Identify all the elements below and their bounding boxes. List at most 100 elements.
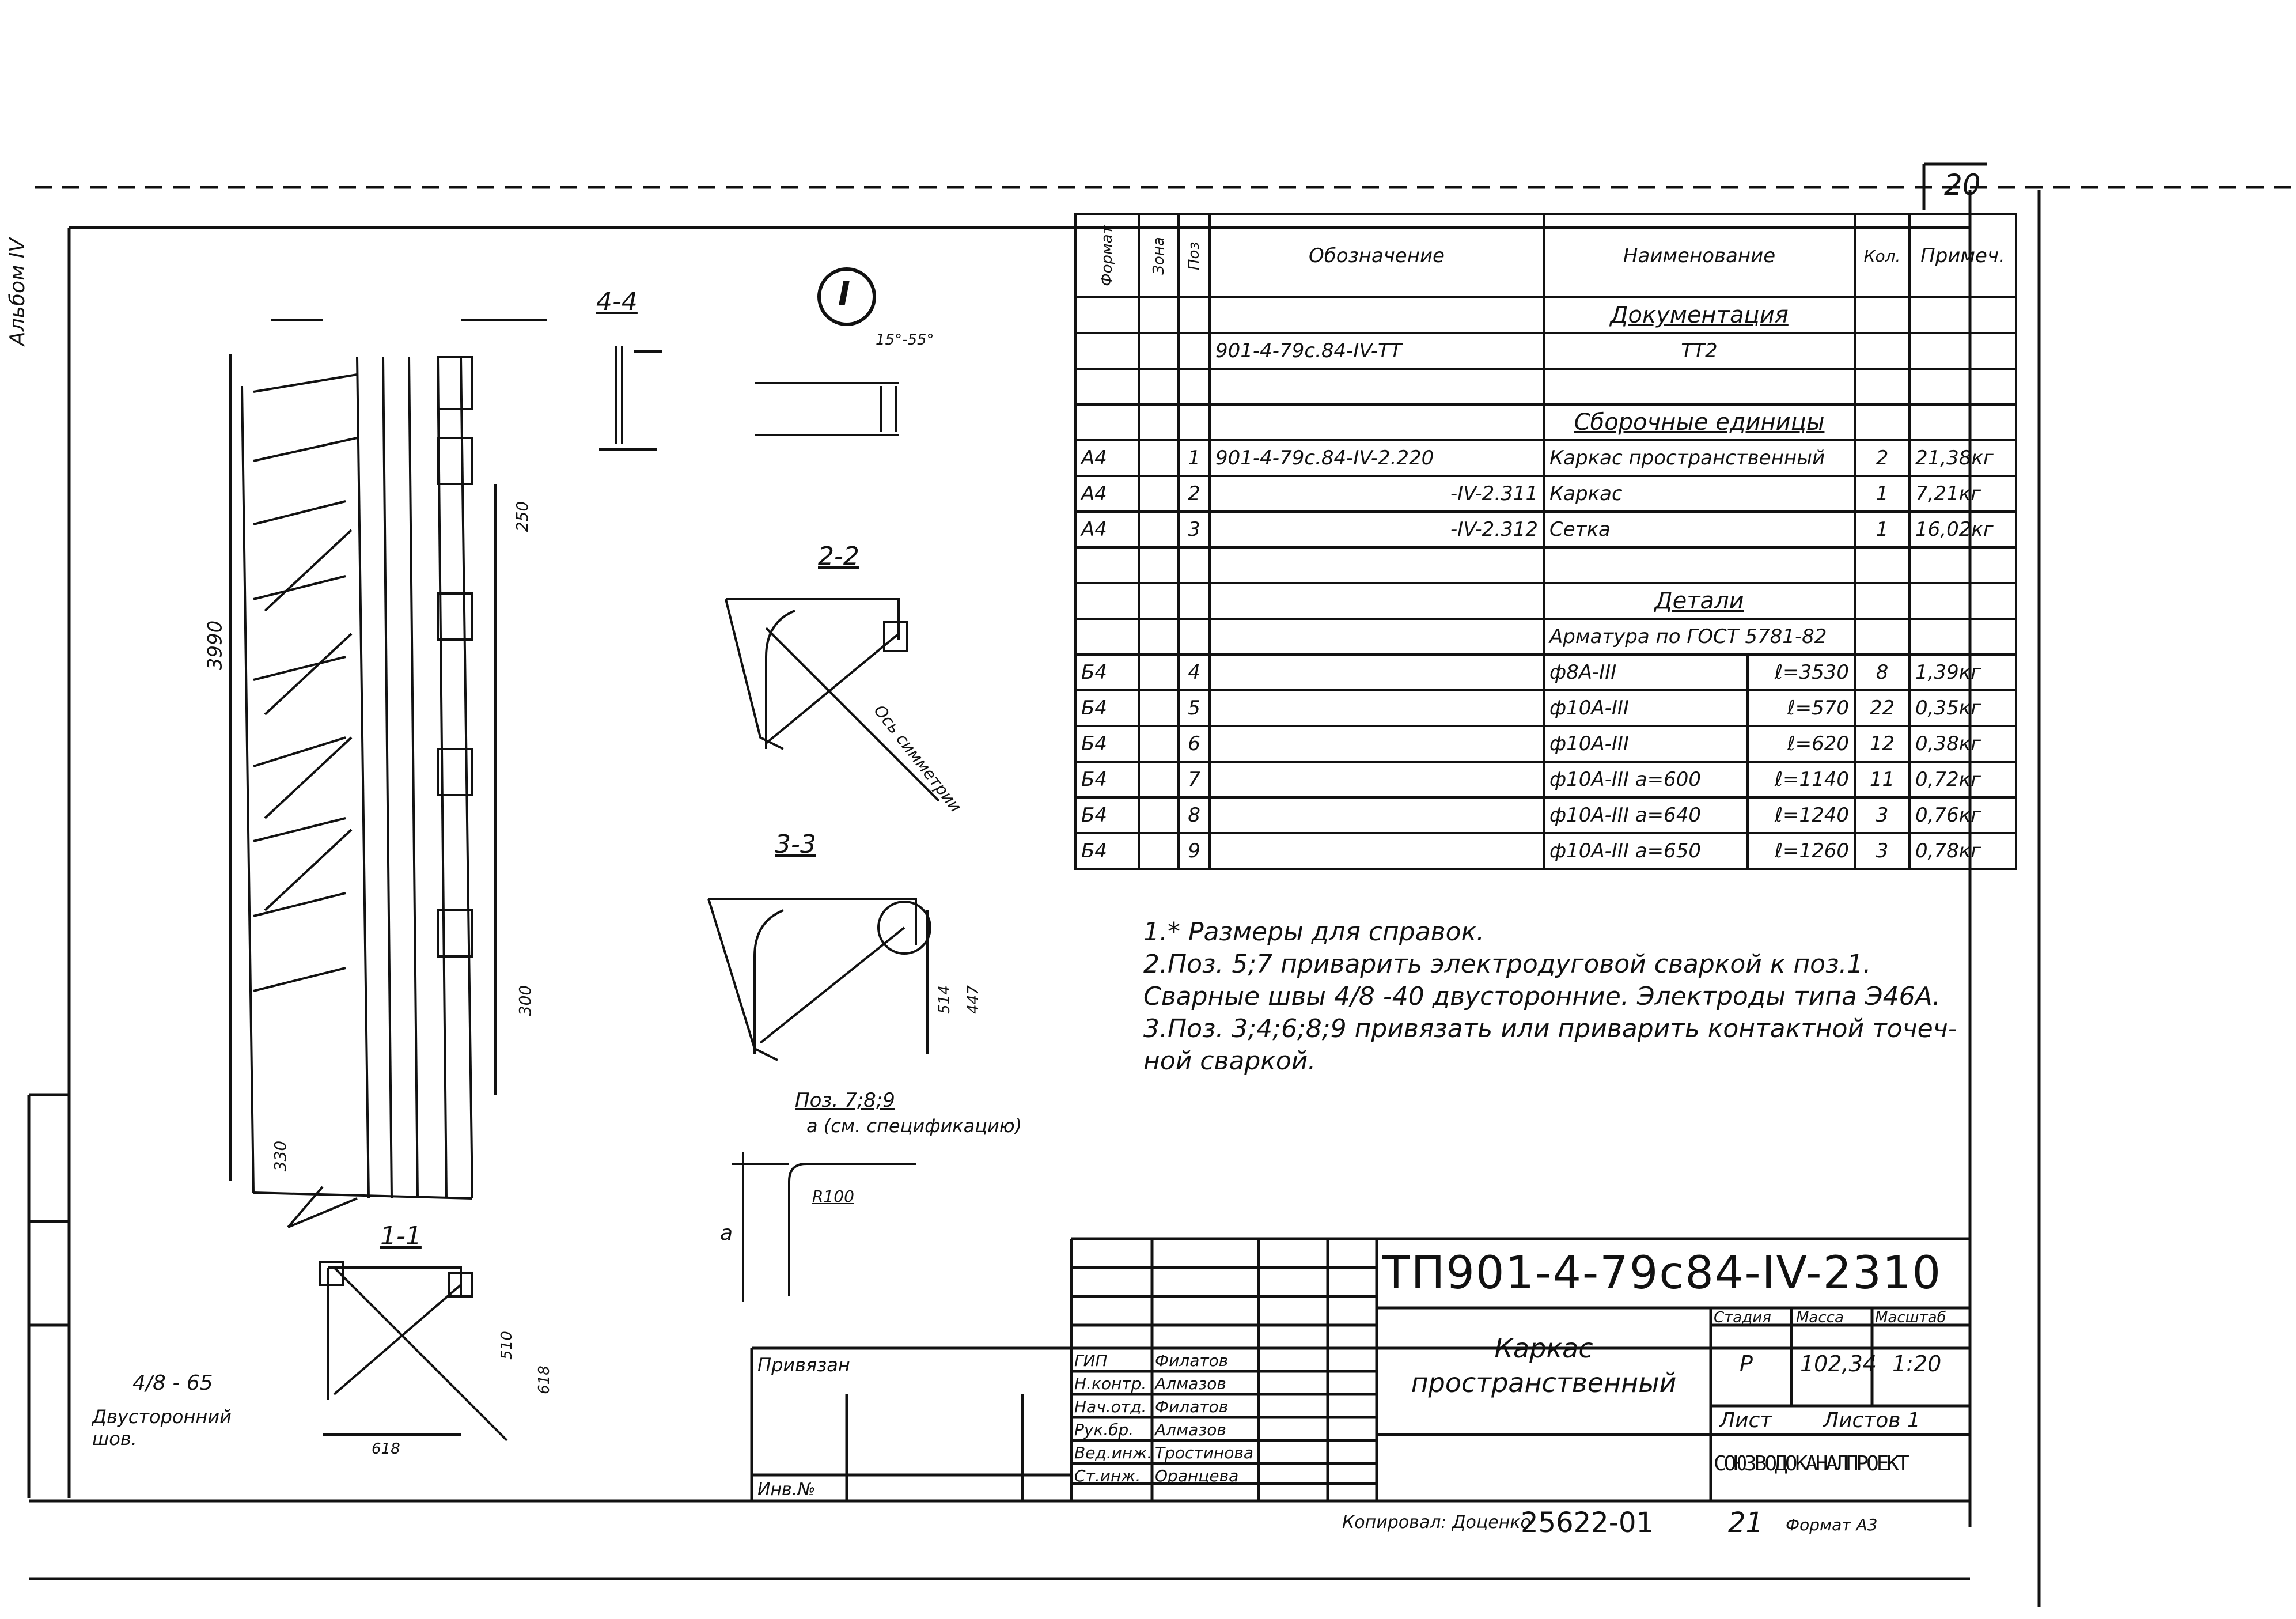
section-1-1-drawing [319,1261,508,1442]
note-cell: 16,02кг [1908,510,2018,549]
dim-618-vertical: 618 [535,1365,553,1394]
qty-cell: 11 [1854,761,1911,799]
format-cell: Б4 [1074,653,1140,691]
header-zone: Зона [1137,213,1180,298]
table-row: Б4 5 ф10А-III ℓ=570 22 0,35кг [1074,689,2018,727]
format-cell: А4 [1074,510,1140,549]
qty-cell: 12 [1854,725,1911,763]
table-row: Б4 6 ф10А-III ℓ=620 12 0,38кг [1074,725,2018,763]
note-line: 3.Поз. 3;4;6;8;9 привязать или приварить… [1143,1014,1957,1043]
dim-514: 514 [935,985,953,1014]
format-cell: Б4 [1074,725,1140,763]
frame-elevation-drawing [229,319,547,1228]
role-ruk-br: Рук.бр. [1074,1420,1134,1439]
table-row: Б4 9 ф10А-III a=650 ℓ=1260 3 0,78кг [1074,832,2018,870]
role-st-inzh: Ст.инж. [1074,1466,1141,1485]
name-cell: ф10А-III a=600 [1543,761,1749,799]
weld-text: Двусторонний шов. [92,1406,232,1450]
section-4-4-label: 4-4 [596,287,638,316]
qty-cell: 22 [1854,689,1911,727]
name-cell: Каркас пространственный [1543,439,1856,477]
copy-sheet-number: 21 [1728,1507,1764,1539]
qty-cell: 1 [1854,510,1911,549]
sheets-header: Листов 1 [1823,1409,1920,1432]
format-cell: Б4 [1074,689,1140,727]
table-row-empty [1074,368,2018,406]
qty-cell: 1 [1854,475,1911,513]
person-name: Филатов [1155,1397,1229,1416]
table-row-empty [1074,546,2018,584]
scale-header: Масштаб [1875,1309,1946,1326]
name-cell: Каркас [1543,475,1856,513]
designation-cell: -IV-2.312 [1208,510,1545,549]
header-designation: Обозначение [1208,213,1545,298]
header-pos: Поз [1177,213,1211,298]
header-qty: Кол. [1854,213,1911,298]
designation-cell: 901-4-79с.84-IV-2.220 [1208,439,1545,477]
length-cell: ℓ=1240 [1746,796,1856,834]
note-cell: 21,38кг [1908,439,2018,477]
section-2-2-label: 2-2 [818,542,859,571]
note-line: 2.Поз. 5;7 приварить электродуговой свар… [1143,950,1871,979]
section-3-3-label: 3-3 [775,830,816,859]
spec-header-row: Формат Зона Поз Обозначение Наименование… [1074,213,2018,298]
table-row: 901-4-79с.84-IV-ТТ ТТ2 [1074,332,2018,370]
specification-table: Формат Зона Поз Обозначение Наименование… [1074,213,2018,870]
pos-cell: 7 [1177,761,1211,799]
general-notes: 1.* Размеры для справок. 2.Поз. 5;7 прив… [1143,916,1957,1077]
dim-447: 447 [964,985,982,1014]
bend-detail-drawing [732,1152,916,1302]
note-cell: 0,72кг [1908,761,2018,799]
header-format: Формат [1074,213,1140,298]
section-2-2-drawing [725,598,940,802]
pos-cell: 6 [1177,725,1211,763]
table-row: Б4 4 ф8А-III ℓ=3530 8 1,39кг [1074,653,2018,691]
table-row: Арматура по ГОСТ 5781-82 [1074,618,2018,656]
pos-cell: 4 [1177,653,1211,691]
letter-a-label: a [720,1221,733,1245]
section-3-3-drawing [707,898,931,1061]
format-cell: Б4 [1074,796,1140,834]
pos-cell: 1 [1177,439,1211,477]
title-block-lines [750,1237,1970,1501]
name-cell: ф10А-III [1543,689,1749,727]
name-column: Филатов Алмазов Филатов Алмазов Тростино… [1155,1349,1253,1488]
callout-I-label: I [838,275,850,313]
table-row: Б4 8 ф10А-III a=640 ℓ=1240 3 0,76кг [1074,796,2018,834]
name-cell: Сетка [1543,510,1856,549]
rebar-standard-cell: Арматура по ГОСТ 5781-82 [1543,618,1856,656]
scale-value: 1:20 [1892,1351,1942,1376]
name-cell: ТТ2 [1543,332,1856,370]
format-cell: Б4 [1074,761,1140,799]
role-nach-otd: Нач.отд. [1074,1397,1147,1416]
format-cell: А4 [1074,475,1140,513]
r100-label: R100 [812,1187,854,1206]
table-row: А4 2 -IV-2.311 Каркас 1 7,21кг [1074,475,2018,513]
organization-name: СОЮЗВОДОКАНАЛПРОЕКТ [1714,1452,1909,1476]
header-note: Примеч. [1908,213,2018,298]
pos-789-label: Поз. 7;8;9 [795,1089,895,1112]
format-cell: Б4 [1074,832,1140,870]
sheet-number: 20 [1944,168,1981,202]
section-row-assemblies: Сборочные единицы [1074,403,2018,441]
length-cell: ℓ=1140 [1746,761,1856,799]
note-cell: 0,78кг [1908,832,2018,870]
album-label: Альбом IV [6,238,29,346]
length-cell: ℓ=3530 [1746,653,1856,691]
spec-note-label: a (см. спецификацию) [806,1115,1022,1137]
pos-cell: 3 [1177,510,1211,549]
note-cell: 0,35кг [1908,689,2018,727]
stage-value: Р [1740,1351,1753,1376]
designation-cell: 901-4-79с.84-IV-ТТ [1208,332,1545,370]
order-number: 25622-01 [1521,1507,1654,1539]
mass-header: Масса [1796,1309,1844,1326]
sheet-header: Лист [1719,1409,1772,1432]
qty-cell: 8 [1854,653,1911,691]
section-documentation: Документация [1543,296,1856,334]
angle-label: 15°-55° [876,331,934,349]
section-assemblies: Сборочные единицы [1543,403,1856,441]
person-name: Тростинова [1155,1443,1254,1462]
name-cell: ф8А-III [1543,653,1749,691]
dim-510: 510 [498,1331,516,1360]
dim-250: 250 [513,501,532,532]
